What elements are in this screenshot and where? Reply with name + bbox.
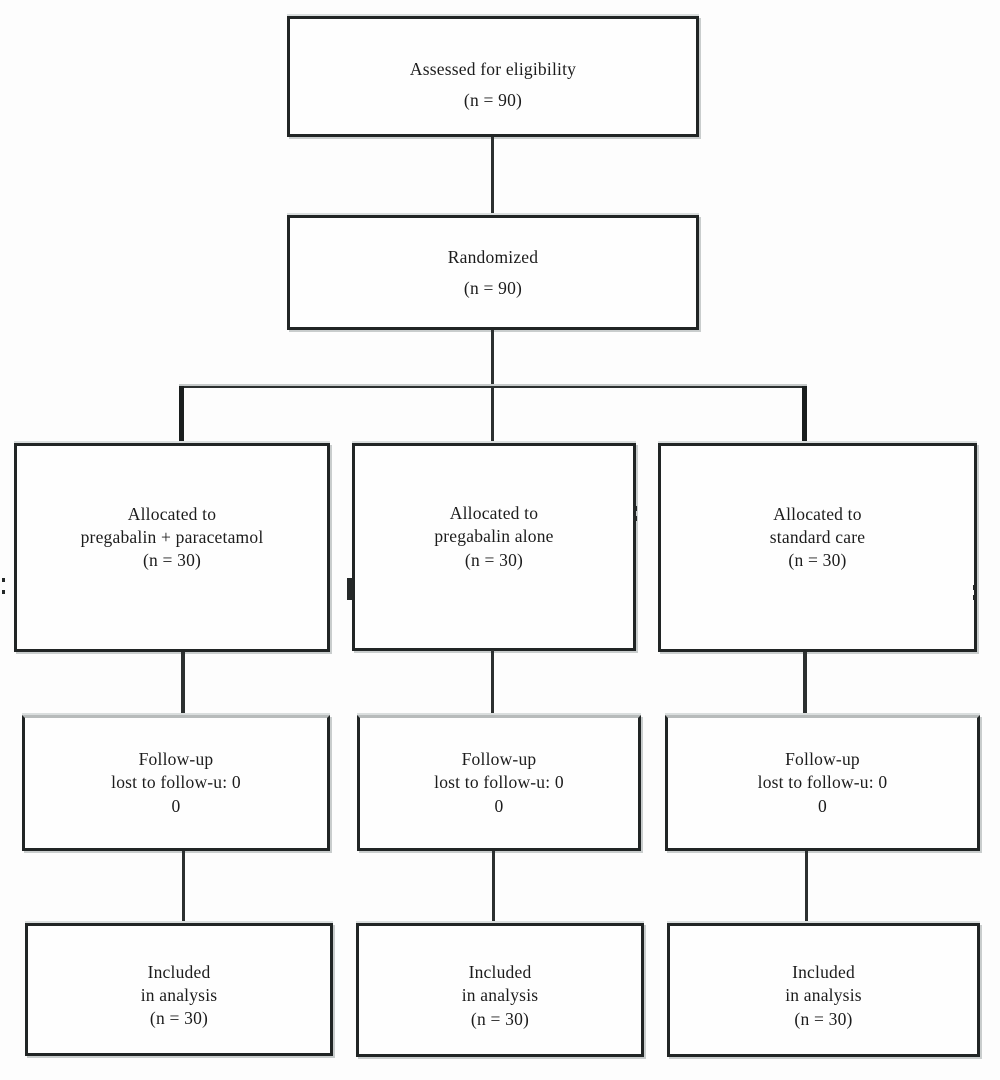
box-randomized: Randomized (n = 90) [287,215,699,330]
box-followup-arm3-text: Follow-up lost to follow-u: 0 0 [758,748,888,817]
connector-arm2-analysis [492,851,495,923]
scan-artifact [633,516,637,521]
scan-artifact [2,590,5,594]
box-analysis-arm2: Included in analysis (n = 30) [356,923,644,1057]
randomized-count: (n = 90) [463,277,523,298]
arm2-analysis-count: (n = 30) [470,1008,530,1029]
arm2-allocated-line-2: pregabalin alone [434,526,554,547]
arm2-analysis-line-2: in analysis [461,985,539,1006]
box-analysis-arm3-text: Included in analysis (n = 30) [785,949,862,1030]
arm3-followup-line-1: Follow-up [785,749,860,770]
box-followup-arm2: Follow-up lost to follow-u: 0 0 [357,715,641,851]
branch-drop-right [802,386,807,444]
box-analysis-arm1: Included in analysis (n = 30) [25,923,333,1056]
arm1-analysis-line-2: in analysis [140,984,218,1005]
arm3-analysis-line-2: in analysis [785,985,862,1006]
box-allocated-arm2-text: Allocated to pregabalin alone (n = 30) [434,502,553,591]
arm2-followup-line-3: 0 [494,795,504,816]
branch-horizontal-line [179,384,807,388]
connector-assessed-randomized [491,137,494,215]
box-assessed-text: Assessed for eligibility (n = 90) [410,38,576,114]
arm1-followup-line-1: Follow-up [138,749,214,770]
arm3-analysis-line-1: Included [792,962,855,983]
arm3-followup-line-3: 0 [818,795,827,816]
box-allocated-arm2: Allocated to pregabalin alone (n = 30) [352,443,636,651]
connector-arm1-followup [181,652,185,715]
assessed-count: (n = 90) [463,89,523,110]
scan-artifact [347,578,353,600]
connector-arm1-analysis [182,851,185,923]
arm3-analysis-count: (n = 30) [794,1008,853,1029]
box-allocated-arm3-text: Allocated to standard care (n = 30) [770,503,865,592]
arm1-analysis-count: (n = 30) [149,1008,209,1029]
arm2-followup-line-1: Follow-up [461,749,537,770]
connector-arm3-analysis [805,851,808,923]
box-followup-arm1-text: Follow-up lost to follow-u: 0 0 [111,748,241,817]
box-randomized-text: Randomized (n = 90) [448,242,538,302]
arm1-followup-line-3: 0 [171,795,181,816]
box-analysis-arm3: Included in analysis (n = 30) [667,923,980,1057]
box-followup-arm2-text: Follow-up lost to follow-u: 0 0 [434,748,564,817]
scan-artifact [973,595,977,600]
box-allocated-arm1-text: Allocated to pregabalin + paracetamol (n… [81,503,264,592]
scan-artifact [2,578,5,582]
box-followup-arm3: Follow-up lost to follow-u: 0 0 [665,715,980,851]
arm3-allocated-line-1: Allocated to [773,503,862,524]
box-allocated-arm3: Allocated to standard care (n = 30) [658,443,977,652]
connector-arm3-followup [803,652,807,715]
box-assessed-eligibility: Assessed for eligibility (n = 90) [287,16,699,137]
arm2-analysis-line-1: Included [468,962,532,983]
randomized-line-1: Randomized [447,247,539,268]
scan-artifact [973,585,977,590]
arm2-allocated-line-1: Allocated to [449,503,539,524]
arm3-allocated-count: (n = 30) [788,550,847,571]
arm1-analysis-line-1: Included [147,961,211,982]
box-followup-arm1: Follow-up lost to follow-u: 0 0 [22,715,330,851]
arm2-allocated-count: (n = 30) [464,549,524,570]
box-allocated-arm1: Allocated to pregabalin + paracetamol (n… [14,443,330,652]
arm3-allocated-line-2: standard care [769,526,866,547]
box-analysis-arm1-text: Included in analysis (n = 30) [141,949,218,1030]
scan-artifact [633,506,637,511]
arm2-followup-line-2: lost to follow-u: 0 [434,772,564,793]
connector-arm2-followup [491,650,494,715]
arm3-followup-line-2: lost to follow-u: 0 [757,772,888,793]
arm1-allocated-line-2: pregabalin + paracetamol [80,526,264,547]
box-analysis-arm2-text: Included in analysis (n = 30) [462,949,539,1030]
arm1-allocated-line-1: Allocated to [127,503,217,524]
arm1-allocated-count: (n = 30) [142,550,202,571]
branch-drop-left [179,386,184,444]
arm1-followup-line-2: lost to follow-u: 0 [111,772,241,793]
assessed-line-1: Assessed for eligibility [409,59,577,80]
